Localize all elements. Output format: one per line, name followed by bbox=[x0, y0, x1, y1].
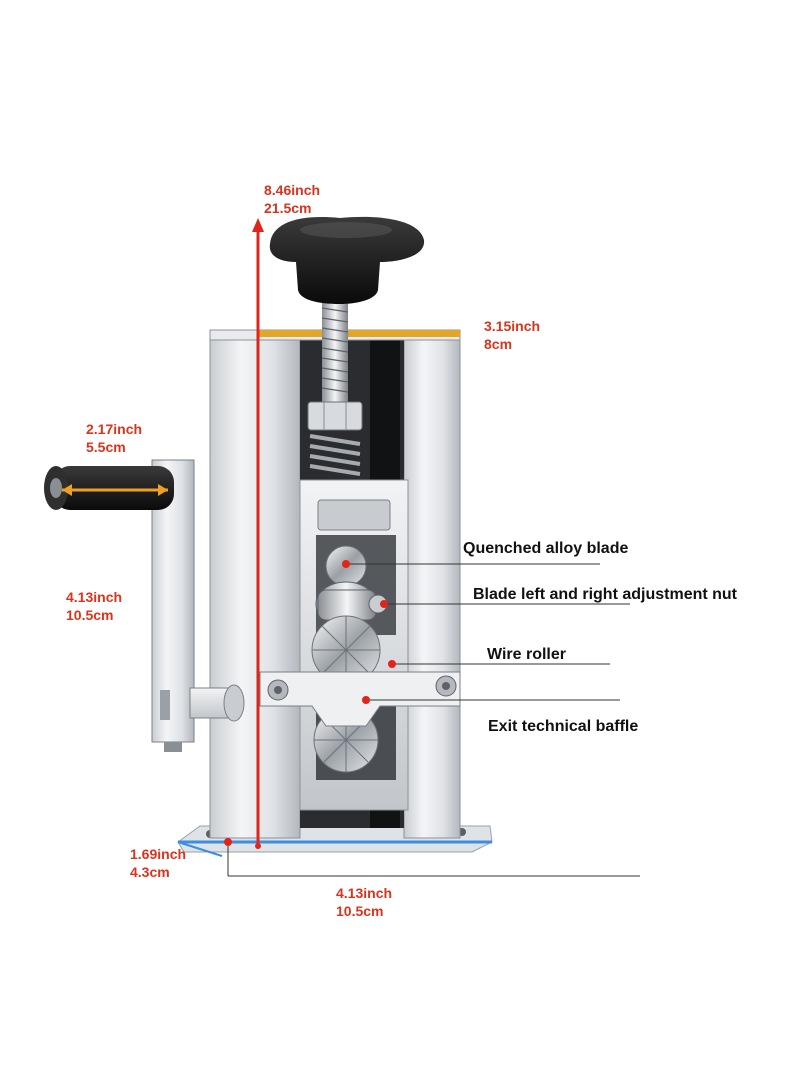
handle-grip-inch: 2.17inch bbox=[86, 421, 143, 437]
height-arrow bbox=[252, 218, 264, 849]
callout-leaders bbox=[346, 563, 630, 701]
top-width-cm: 8cm bbox=[484, 336, 513, 352]
height-inch: 8.46inch bbox=[264, 182, 321, 198]
handle-grip-cm: 5.5cm bbox=[86, 439, 126, 455]
star-knob bbox=[269, 216, 425, 304]
height-dimension: 8.46inch 21.5cm bbox=[264, 181, 320, 217]
top-width-bar bbox=[258, 330, 460, 337]
base-depth-cm: 4.3cm bbox=[130, 864, 170, 880]
base-depth-dimension: 1.69inch 4.3cm bbox=[130, 845, 186, 881]
handle-grip-dimension: 2.17inch 5.5cm bbox=[86, 420, 142, 456]
height-cm: 21.5cm bbox=[264, 200, 312, 216]
base-depth-marker bbox=[224, 838, 232, 846]
base-width-cm: 10.5cm bbox=[336, 903, 384, 919]
crank-arm-cm: 10.5cm bbox=[66, 607, 114, 623]
top-width-dimension: 3.15inch 8cm bbox=[484, 317, 540, 353]
callout-wire-roller: Wire roller bbox=[487, 646, 566, 663]
crank-arm-inch: 4.13inch bbox=[66, 589, 123, 605]
exit-baffle bbox=[259, 671, 461, 727]
crank-arm-dimension: 4.13inch 10.5cm bbox=[66, 588, 122, 624]
callout-exit-baffle: Exit technical baffle bbox=[488, 718, 639, 735]
adjustment-screw bbox=[307, 300, 363, 476]
base-depth-inch: 1.69inch bbox=[130, 846, 187, 862]
callout-adjustment-nut: Blade left and right adjustment nut bbox=[473, 586, 738, 603]
top-width-inch: 3.15inch bbox=[484, 318, 541, 334]
base-width-dimension: 4.13inch 10.5cm bbox=[336, 884, 392, 920]
callout-quenched-blade: Quenched alloy blade bbox=[463, 540, 629, 557]
base-width-inch: 4.13inch bbox=[336, 885, 393, 901]
callout-dots bbox=[342, 560, 396, 704]
crank-handle bbox=[44, 459, 245, 752]
